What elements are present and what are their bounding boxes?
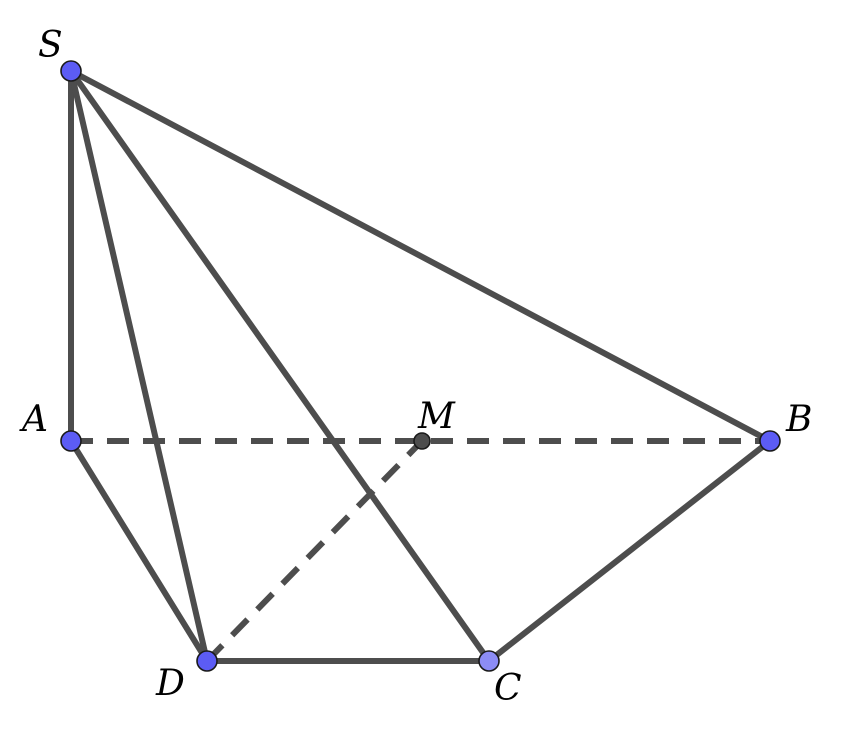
edge-AD [68, 438, 210, 664]
label-D: D [155, 663, 185, 704]
points-layer [60, 60, 781, 672]
point-B [759, 430, 781, 452]
edge-SD [68, 68, 210, 664]
edge-CB [486, 438, 773, 664]
point-M [413, 432, 431, 450]
edge-DM [204, 438, 425, 664]
label-M: M [417, 396, 456, 437]
label-S: S [38, 25, 63, 66]
point-S [60, 60, 82, 82]
labels-layer: S A B C D M [19, 25, 812, 709]
point-A [60, 430, 82, 452]
label-C: C [494, 668, 522, 709]
point-C [478, 650, 500, 672]
point-D [196, 650, 218, 672]
label-B: B [785, 399, 812, 440]
edge-SB [68, 68, 773, 444]
edge-SC [68, 68, 492, 664]
edges-layer [68, 68, 773, 664]
label-A: A [19, 399, 48, 440]
